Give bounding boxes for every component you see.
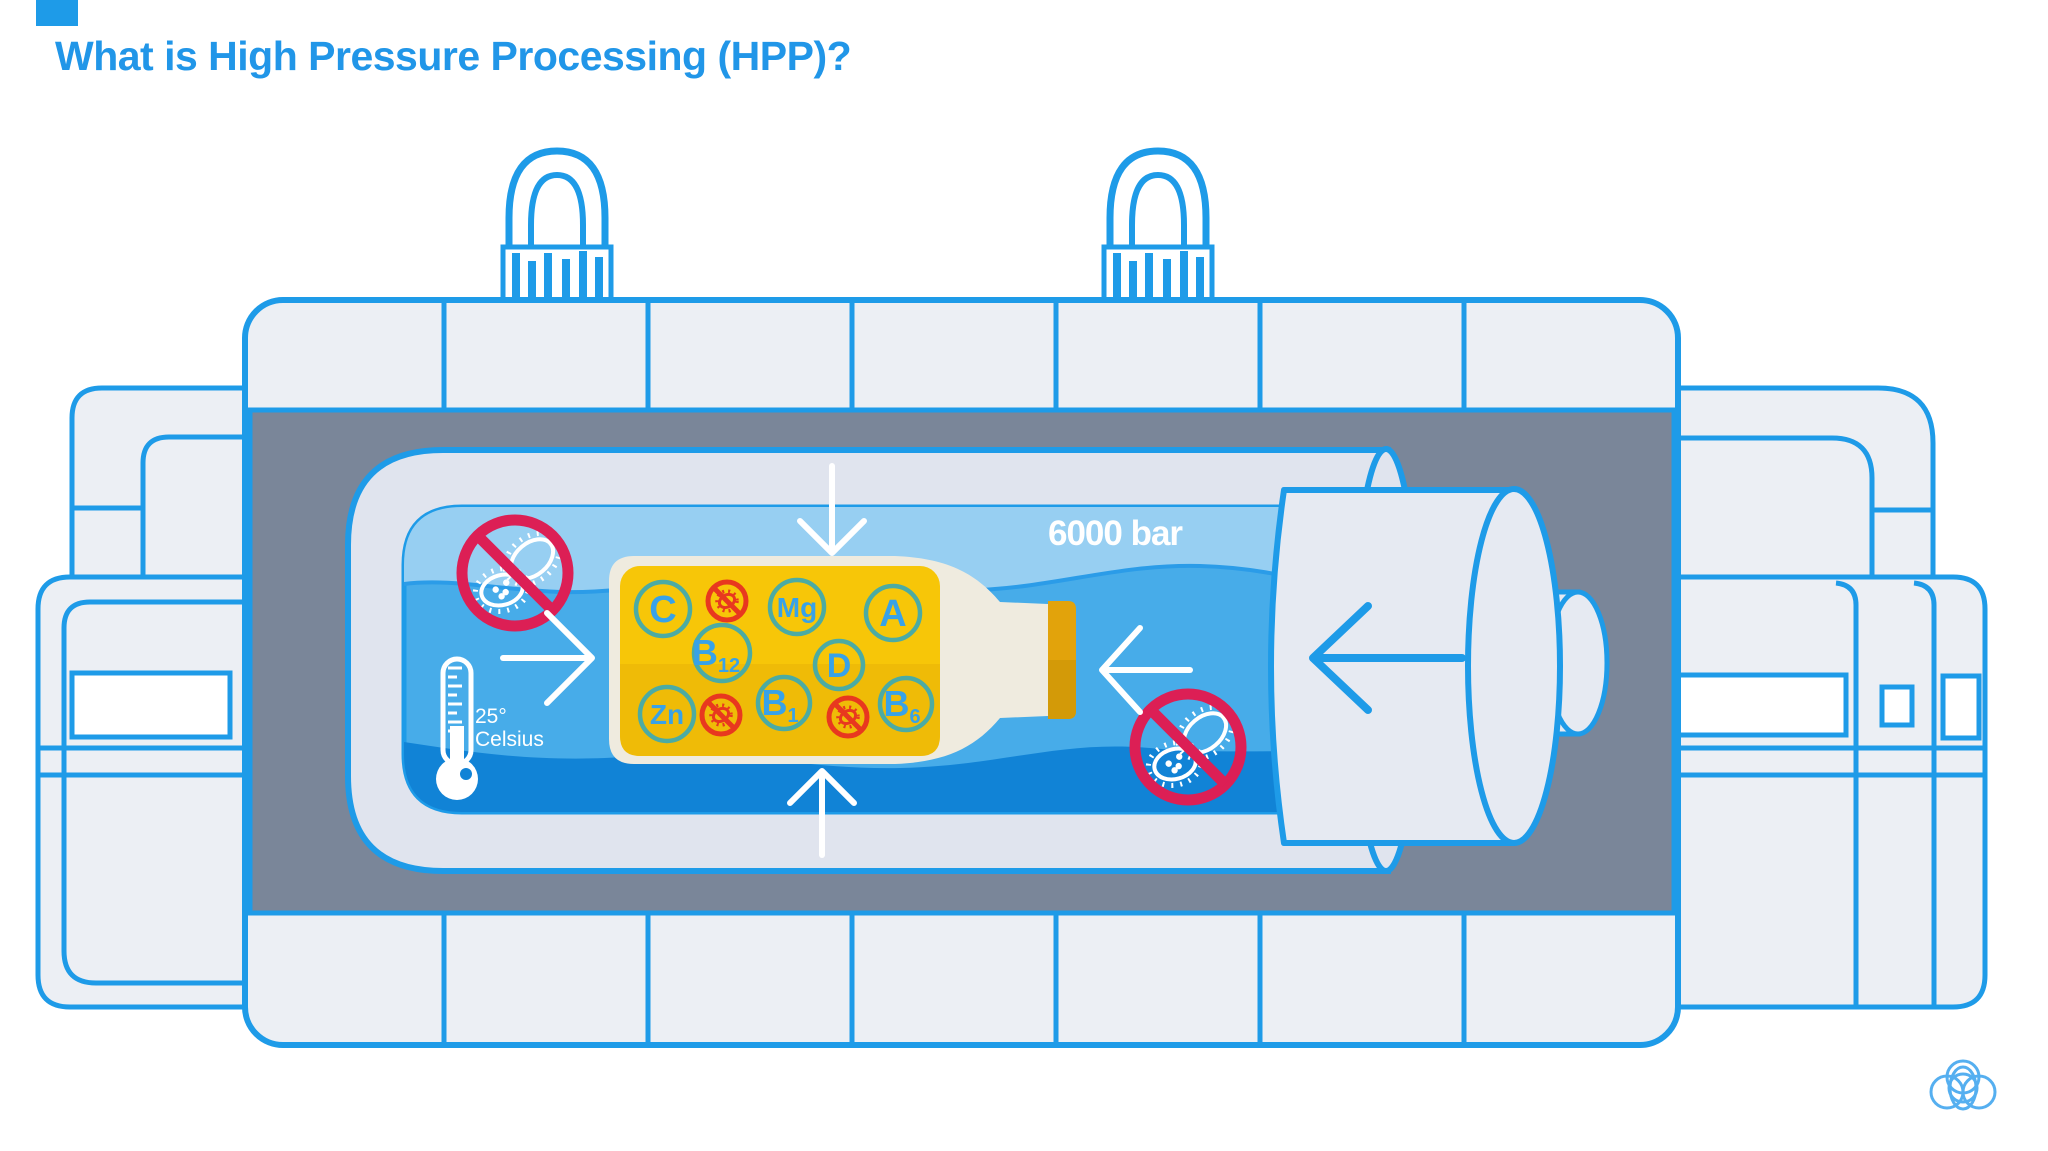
lifting-lug-icon xyxy=(1104,151,1212,303)
left-support-frame xyxy=(35,385,263,1010)
right-support-frame xyxy=(1667,385,1988,1010)
vitamin-badge-zn: Zn xyxy=(637,684,697,744)
thermometer-icon xyxy=(436,656,478,800)
juice-bottle: C Mg A B12 D Zn B1 B6 xyxy=(609,556,1076,764)
svg-text:B1: B1 xyxy=(761,682,798,727)
vitamin-badge-b1: B1 xyxy=(755,674,813,732)
page-title: What is High Pressure Processing (HPP)? xyxy=(55,33,852,79)
vitamin-badge-d: D xyxy=(812,638,866,692)
svg-text:B6: B6 xyxy=(883,683,920,728)
pressure-label: 6000 bar xyxy=(1048,514,1183,553)
pressure-arrow-right-icon xyxy=(500,610,595,706)
vitamin-badge-c: C xyxy=(633,579,693,639)
vitamin-badge-a: A xyxy=(863,583,923,643)
svg-text:C: C xyxy=(649,589,676,631)
vitamin-badge-mg: Mg xyxy=(767,577,827,637)
pressure-arrow-left-icon xyxy=(1099,625,1193,715)
pressure-arrow-up-icon xyxy=(787,768,857,858)
pressure-arrow-down-icon xyxy=(797,463,867,556)
piston xyxy=(1268,486,1610,846)
right-square-port xyxy=(1879,684,1915,728)
temperature-value: 25° xyxy=(475,705,507,728)
temperature-unit: Celsius xyxy=(475,728,544,751)
right-slot-2 xyxy=(1940,673,1982,741)
vitamin-badge-b6: B6 xyxy=(877,675,935,733)
panel-seams xyxy=(441,303,1467,1042)
left-slot xyxy=(69,670,233,740)
corner-tab xyxy=(36,0,78,26)
svg-text:D: D xyxy=(827,647,852,685)
svg-text:Zn: Zn xyxy=(650,699,684,730)
vitamin-badge-b12: B12 xyxy=(691,622,753,684)
right-slot xyxy=(1675,672,1849,738)
svg-text:B12: B12 xyxy=(692,632,740,677)
lifting-lug-icon xyxy=(503,151,611,303)
brand-logo-icon xyxy=(1929,1059,1997,1111)
piston-arrow-icon xyxy=(1309,602,1466,714)
svg-text:Mg: Mg xyxy=(777,592,817,623)
svg-text:A: A xyxy=(879,593,906,635)
